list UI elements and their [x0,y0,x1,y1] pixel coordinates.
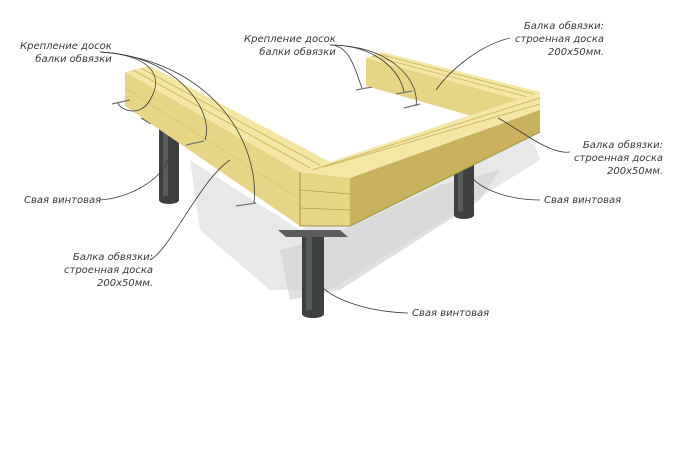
label-fastening-left-line1: Крепление досок [20,41,112,52]
label-beam-left-line1: Балка обвязки: [72,252,154,263]
label-beam-top-right-line2: строенная доска [515,34,605,45]
label-fastening-top-line2: балки обвязки [259,47,336,58]
label-beam-left-line2: строенная доска [64,265,154,276]
label-pile-right: Свая винтовая [544,195,622,206]
beam-corner [299,92,541,227]
pile-bottom [278,230,348,318]
label-beam-left-line3: 200х50мм. [97,278,154,289]
label-beam-top-right: Балка обвязки: строенная доска 200х50мм. [515,20,604,59]
label-beam-right-line1: Балка обвязки: [582,140,664,151]
beam-left-arm [124,66,330,226]
label-fastening-left-line2: балки обвязки [35,54,112,65]
ground-shadow-lower [280,170,500,300]
screws [111,86,421,207]
label-beam-left: Балка обвязки: строенная доска 200х50мм. [64,251,153,290]
label-beam-right-line3: 200х50мм. [607,166,664,177]
label-fastening-top: Крепление досок балки обвязки [244,33,336,59]
label-fastening-left: Крепление досок балки обвязки [20,40,112,66]
label-beam-top-right-line3: 200х50мм. [548,47,605,58]
label-pile-left: Свая винтовая [24,195,102,206]
label-beam-top-right-line1: Балка обвязки: [523,21,605,32]
label-beam-right: Балка обвязки: строенная доска 200х50мм. [574,139,663,178]
label-pile-bottom: Свая винтовая [412,308,490,319]
label-fastening-top-line1: Крепление досок [244,34,336,45]
leader-lines [99,37,571,314]
label-beam-right-line2: строенная доска [574,153,664,164]
